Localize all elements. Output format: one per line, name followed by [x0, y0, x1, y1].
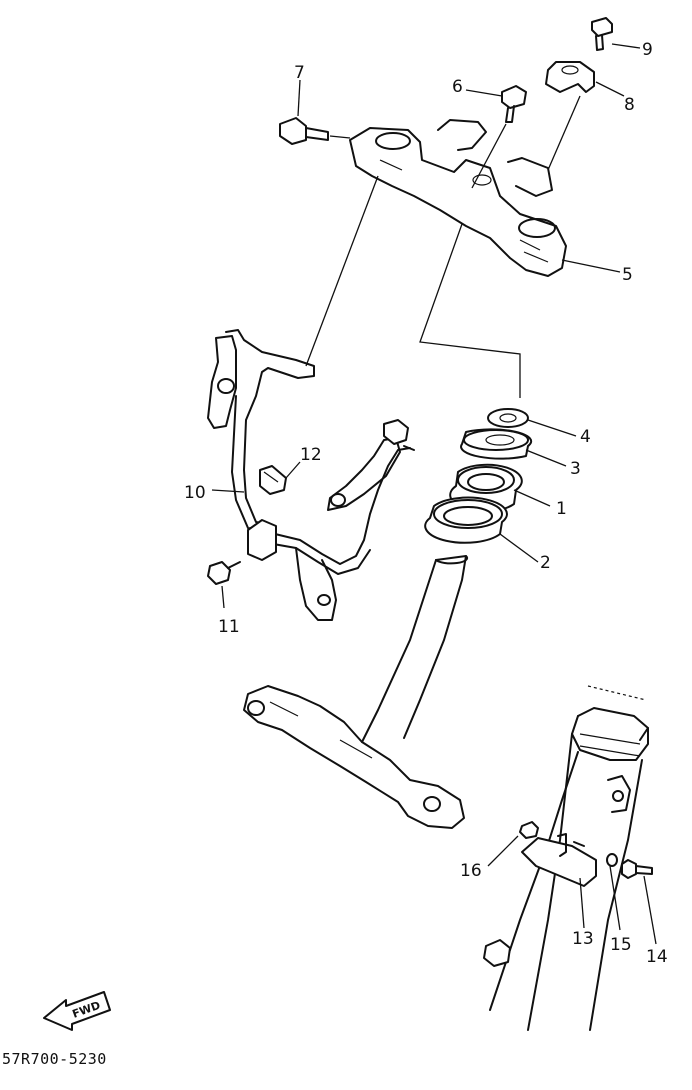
washer-15 [606, 853, 618, 867]
headlight-stay-10 [207, 329, 415, 621]
callout-16: 16 [460, 861, 482, 881]
callout-9: 9 [642, 40, 653, 60]
upper-bracket-5 [349, 119, 567, 277]
steering-stem [243, 555, 469, 829]
callout-15: 15 [610, 935, 632, 955]
cable-guide-13 [521, 833, 597, 887]
callout-3: 3 [570, 459, 581, 479]
fwd-arrow-icon: FWD [43, 991, 111, 1031]
callout-1: 1 [556, 499, 567, 519]
callout-4: 4 [580, 427, 591, 447]
callout-10: 10 [184, 483, 206, 503]
callout-13: 13 [572, 929, 594, 949]
bolt-14 [621, 859, 653, 879]
bolt-11 [207, 561, 241, 585]
callout-5: 5 [622, 265, 633, 285]
callout-8: 8 [624, 95, 635, 115]
bolt-6 [501, 85, 527, 123]
callout-7: 7 [294, 63, 305, 83]
bolt-7 [279, 117, 329, 145]
callout-12: 12 [300, 445, 322, 465]
callout-2: 2 [540, 553, 551, 573]
washer-4 [487, 408, 529, 428]
callout-14: 14 [646, 947, 668, 967]
bolt-9 [591, 17, 613, 51]
grommet-12 [259, 465, 287, 495]
callout-11: 11 [218, 617, 240, 637]
race-2 [424, 496, 508, 544]
reference-code: 57R700-5230 [2, 1050, 107, 1068]
bolt-16 [519, 821, 539, 839]
callout-6: 6 [452, 77, 463, 97]
handle-holder-upper-8 [545, 61, 595, 93]
bearing-cover-3 [460, 428, 533, 460]
